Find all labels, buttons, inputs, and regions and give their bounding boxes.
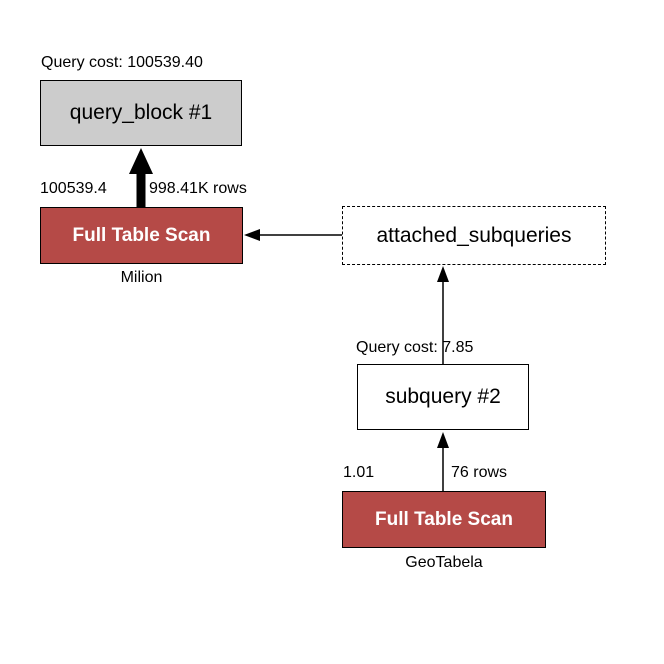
subquery-title: subquery #2 [385,385,501,408]
subquery-node[interactable]: subquery #2 [357,364,529,430]
main-scan-rows: 998.41K rows [149,180,247,197]
full-table-scan-node-main[interactable]: Full Table Scan [40,207,243,264]
query-block-title: query_block #1 [69,101,213,124]
full-table-scan-node-sub[interactable]: Full Table Scan [342,491,546,548]
attached-subqueries-label: attached_subqueries [376,223,572,247]
sub-scan-table-name: GeoTabela [405,554,483,571]
sub-scan-cost: 1.01 [343,464,375,481]
query-block-node[interactable]: query_block #1 [40,80,242,146]
arrowhead-subquery [437,432,449,448]
subquery-cost-label: Query cost: 7.85 [356,339,474,356]
arrowhead-scan [244,229,260,241]
sub-scan-rows: 76 rows [451,464,508,481]
attached-subqueries-node[interactable]: attached_subqueries [342,206,606,265]
main-scan-label: Full Table Scan [72,224,211,246]
sub-scan-label: Full Table Scan [375,508,513,530]
query-cost-label: Query cost: 100539.40 [41,54,203,71]
arrowhead-query-block [129,148,153,174]
arrowhead-attached [437,266,449,282]
main-scan-table-name: Milion [120,269,163,286]
main-scan-cost: 100539.4 [40,180,107,197]
